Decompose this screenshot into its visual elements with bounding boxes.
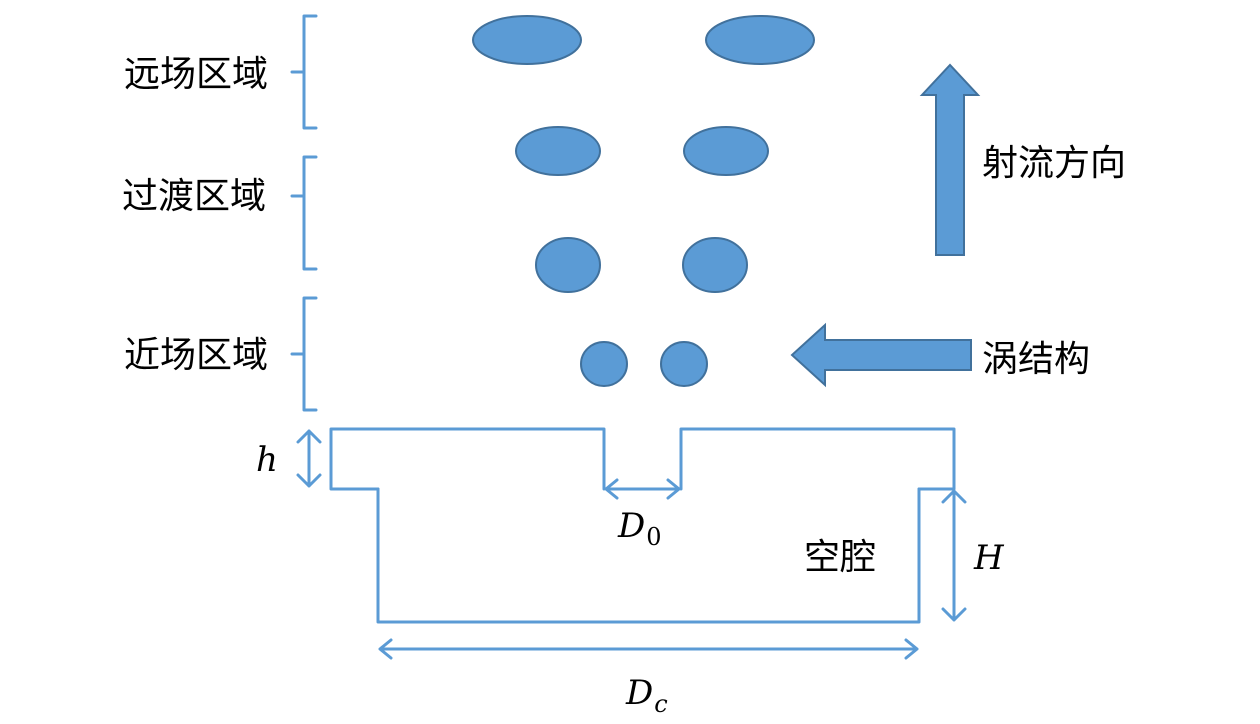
orifice-plate-right [679,427,956,491]
dimension-H-arrow [941,489,967,622]
dimension-d0-arrow [604,478,681,500]
label-H: H [973,538,1005,578]
label-jet-direction: 射流方向 [982,143,1126,184]
vortex-far-left [472,15,582,65]
orifice-plate-left [329,427,606,491]
vortex-pairs [472,15,815,387]
cavity-outline [376,487,921,624]
label-vortex-structure: 涡结构 [982,339,1090,380]
label-far-field: 远场区域 [124,54,268,95]
label-cavity: 空腔 [804,537,876,578]
arrow-left-icon [790,322,972,388]
vortex-transition-upper-left [515,126,601,176]
vortex-transition-upper-right [683,126,769,176]
label-transition-region: 过渡区域 [122,176,266,217]
arrow-up-icon [919,63,981,256]
orifice-plate [329,427,956,491]
label-dc: Dc [625,673,668,718]
brace-far [290,14,318,130]
brace-transition [290,155,318,271]
label-d0: D0 [617,506,662,551]
label-near-field: 近场区域 [124,335,268,376]
label-h: h [256,440,278,480]
vortex-near-right [660,341,708,387]
vortex-near-left [580,341,628,387]
vortex-transition-lower-right [682,237,748,293]
brace-near [290,296,318,412]
dimension-dc-arrow [378,638,919,660]
dimension-h-arrow [296,429,322,488]
vortex-far-right [705,15,815,65]
vortex-transition-lower-left [535,237,601,293]
